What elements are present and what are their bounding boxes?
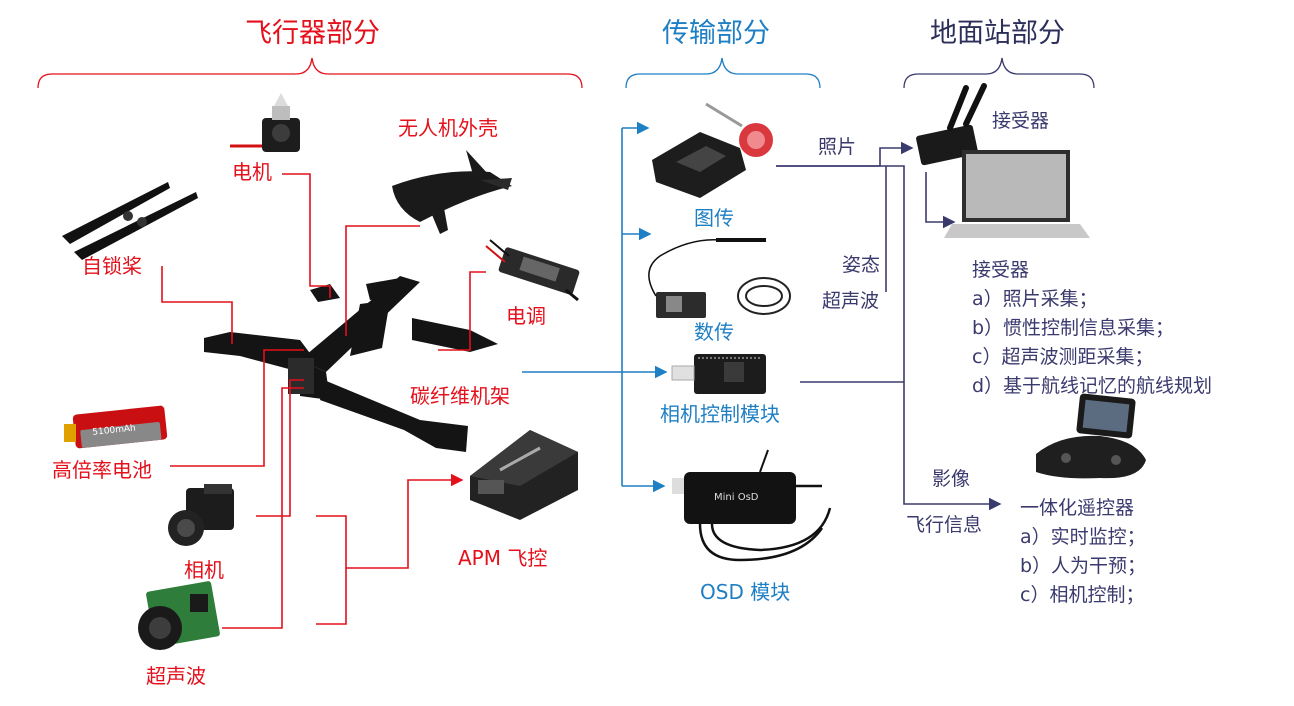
receiver-to-laptop-arrow	[925, 172, 956, 229]
flight-info-label: 飞行信息	[906, 514, 983, 536]
remote-function-list: 一体化遥控器 a）实时监控； b）人为干预； c）相机控制；	[1020, 494, 1146, 610]
video-tx-label: 图传	[694, 206, 734, 230]
shell-image	[392, 150, 512, 234]
transmission-section-title: 传输部分	[662, 18, 770, 49]
osd-mark: Mini OsD	[714, 492, 759, 503]
data-tx-image	[648, 238, 791, 318]
attitude-label: 姿态	[842, 254, 881, 276]
combine-connector	[316, 515, 347, 625]
motor-label: 电机	[232, 160, 272, 184]
list-item: a）照片采集；	[972, 288, 1098, 310]
battery-connector	[170, 349, 304, 467]
data-tx-label: 数传	[694, 320, 734, 344]
aircraft-bracket	[37, 57, 583, 89]
ultrasonic-image	[138, 581, 220, 650]
propeller-image	[62, 182, 198, 260]
apm-label: APM 飞控	[458, 546, 548, 570]
receiver-top-label: 接受器	[992, 110, 1050, 132]
list-item: c）相机控制；	[1020, 584, 1145, 606]
osd-image: Mini OsD	[672, 449, 832, 562]
photo-label: 照片	[818, 136, 857, 158]
ground-section-title: 地面站部分	[930, 18, 1065, 49]
receiver-function-list: 接受器 a）照片采集； b）惯性控制信息采集； c）超声波测距采集； d）基于航…	[972, 256, 1212, 401]
ultrasonic-signal-label: 超声波	[822, 290, 880, 312]
list-item: c）超声波测距采集；	[972, 346, 1154, 368]
camera-connector	[256, 379, 304, 517]
apm-arrow	[346, 473, 464, 569]
esc-image	[485, 239, 580, 302]
camera-label: 相机	[184, 558, 224, 582]
ground-bracket	[903, 57, 1095, 89]
list-item: b）人为干预；	[1020, 555, 1147, 577]
motor-image	[230, 93, 300, 152]
aircraft-section-title: 飞行器部分	[245, 18, 380, 49]
list-item: a）实时监控；	[1020, 526, 1146, 548]
propeller-label: 自锁桨	[82, 254, 142, 278]
propeller-connector	[161, 266, 233, 344]
camera-ctrl-image	[671, 354, 766, 394]
image-label: 影像	[932, 468, 971, 490]
battery-label: 高倍率电池	[52, 458, 152, 482]
osd-label: OSD 模块	[700, 580, 791, 604]
transmission-bracket	[625, 57, 821, 89]
shell-connector	[345, 225, 420, 336]
motor-connector	[282, 173, 331, 298]
list-item: d）基于航线记忆的航线规划	[972, 375, 1213, 397]
esc-connector	[438, 271, 486, 351]
esc-label: 电调	[506, 304, 546, 328]
list-item: b）惯性控制信息采集；	[972, 317, 1175, 339]
shell-label: 无人机外壳	[398, 116, 498, 140]
camera-image	[168, 484, 234, 546]
remote-list-title: 一体化遥控器	[1020, 497, 1135, 519]
battery-capacity-mark: 5100mAh	[92, 423, 136, 437]
ultrasonic-label: 超声波	[146, 664, 206, 688]
camera-ctrl-label: 相机控制模块	[660, 402, 780, 426]
attitude-line	[776, 165, 1002, 511]
laptop-image	[944, 150, 1090, 238]
video-tx-image	[652, 102, 773, 198]
ultrasonic-connector	[222, 387, 304, 629]
receiver-list-title: 接受器	[972, 259, 1030, 281]
apm-image	[470, 430, 578, 520]
battery-image: 5100mAh	[64, 405, 168, 449]
frame-image	[204, 276, 498, 452]
remote-image	[1036, 393, 1146, 479]
frame-label: 碳纤维机架	[410, 384, 510, 408]
